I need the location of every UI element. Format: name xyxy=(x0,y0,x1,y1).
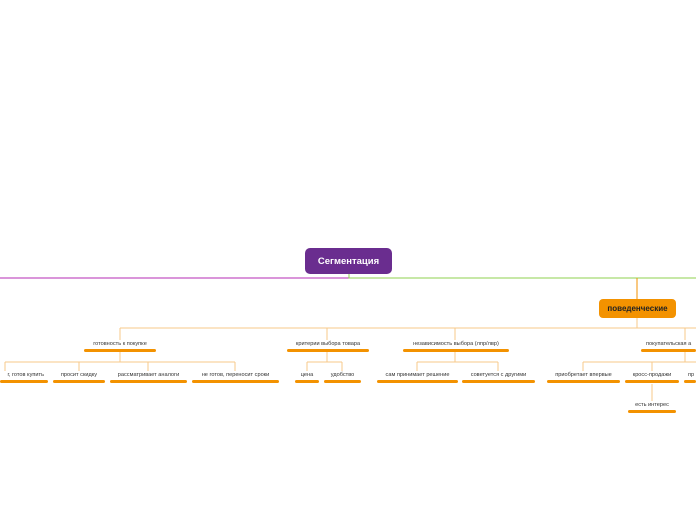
subtopic-label: есть интерес xyxy=(635,402,669,408)
subtopic-consults-others[interactable]: советуется с другими xyxy=(462,371,535,383)
subtopic-underline xyxy=(192,380,279,383)
subtopic-not-ready[interactable]: не готов, переносит сроки xyxy=(192,371,279,383)
subtopic-underline xyxy=(547,380,620,383)
subtopic-convenience[interactable]: удобство xyxy=(324,371,361,383)
main-topic-label: поведенческие xyxy=(607,304,668,313)
subtopic-label: удобство xyxy=(330,372,355,378)
subtopic-underline xyxy=(628,410,676,413)
subtopic-label: кросс-продажи xyxy=(632,372,672,378)
topic-label: готовность к покупке xyxy=(93,341,147,347)
topic-underline xyxy=(84,349,156,352)
subtopic-label: г, готов купить xyxy=(7,372,44,378)
subtopic-underline xyxy=(462,380,535,383)
subtopic-label: не готов, переносит сроки xyxy=(201,372,270,378)
subtopic-asks-discount[interactable]: просит скидку xyxy=(53,371,105,383)
subtopic-label: советуется с другими xyxy=(470,372,527,378)
topic-underline xyxy=(403,349,509,352)
topic-readiness[interactable]: готовность к покупке xyxy=(84,340,156,352)
subtopic-underline xyxy=(377,380,458,383)
main-topic-node[interactable]: поведенческие xyxy=(599,299,676,318)
subtopic-ready-to-buy[interactable]: г, готов купить xyxy=(0,371,48,383)
topic-underline xyxy=(287,349,369,352)
subtopic-label: приобретает впервые xyxy=(555,372,612,378)
subtopic-decides-alone[interactable]: сам принимает решение xyxy=(377,371,458,383)
subtopic-label: пр xyxy=(688,372,695,378)
topic-label: критерии выбора товара xyxy=(295,341,361,347)
subtopic-label: рассматривает аналоги xyxy=(117,372,180,378)
subtopic-label: цена xyxy=(300,372,314,378)
subtopic-cross-sales[interactable]: кросс-продажи xyxy=(625,371,679,383)
topic-label: независимость выбора (лпр/лвр) xyxy=(413,341,499,347)
subtopic-first-purchase[interactable]: приобретает впервые xyxy=(547,371,620,383)
subtopic-has-interest[interactable]: есть интерес xyxy=(628,401,676,413)
topic-criteria[interactable]: критерии выбора товара xyxy=(287,340,369,352)
subtopic-label: просит скидку xyxy=(60,372,98,378)
topic-purchasing[interactable]: покупательская а xyxy=(641,340,696,352)
subtopic-considers-analogs[interactable]: рассматривает аналоги xyxy=(110,371,187,383)
subtopic-underline xyxy=(110,380,187,383)
subtopic-underline xyxy=(53,380,105,383)
subtopic-partial[interactable]: пр xyxy=(684,371,696,383)
subtopic-underline xyxy=(324,380,361,383)
subtopic-label: сам принимает решение xyxy=(385,372,450,378)
subtopic-underline xyxy=(684,380,696,383)
root-label: Сегментация xyxy=(317,255,380,267)
root-node[interactable]: Сегментация xyxy=(305,248,392,274)
subtopic-underline xyxy=(0,380,48,383)
subtopic-price[interactable]: цена xyxy=(295,371,319,383)
topic-underline xyxy=(641,349,696,352)
topic-label: покупательская а xyxy=(646,341,692,347)
topic-independence[interactable]: независимость выбора (лпр/лвр) xyxy=(403,340,509,352)
subtopic-underline xyxy=(625,380,679,383)
subtopic-underline xyxy=(295,380,319,383)
